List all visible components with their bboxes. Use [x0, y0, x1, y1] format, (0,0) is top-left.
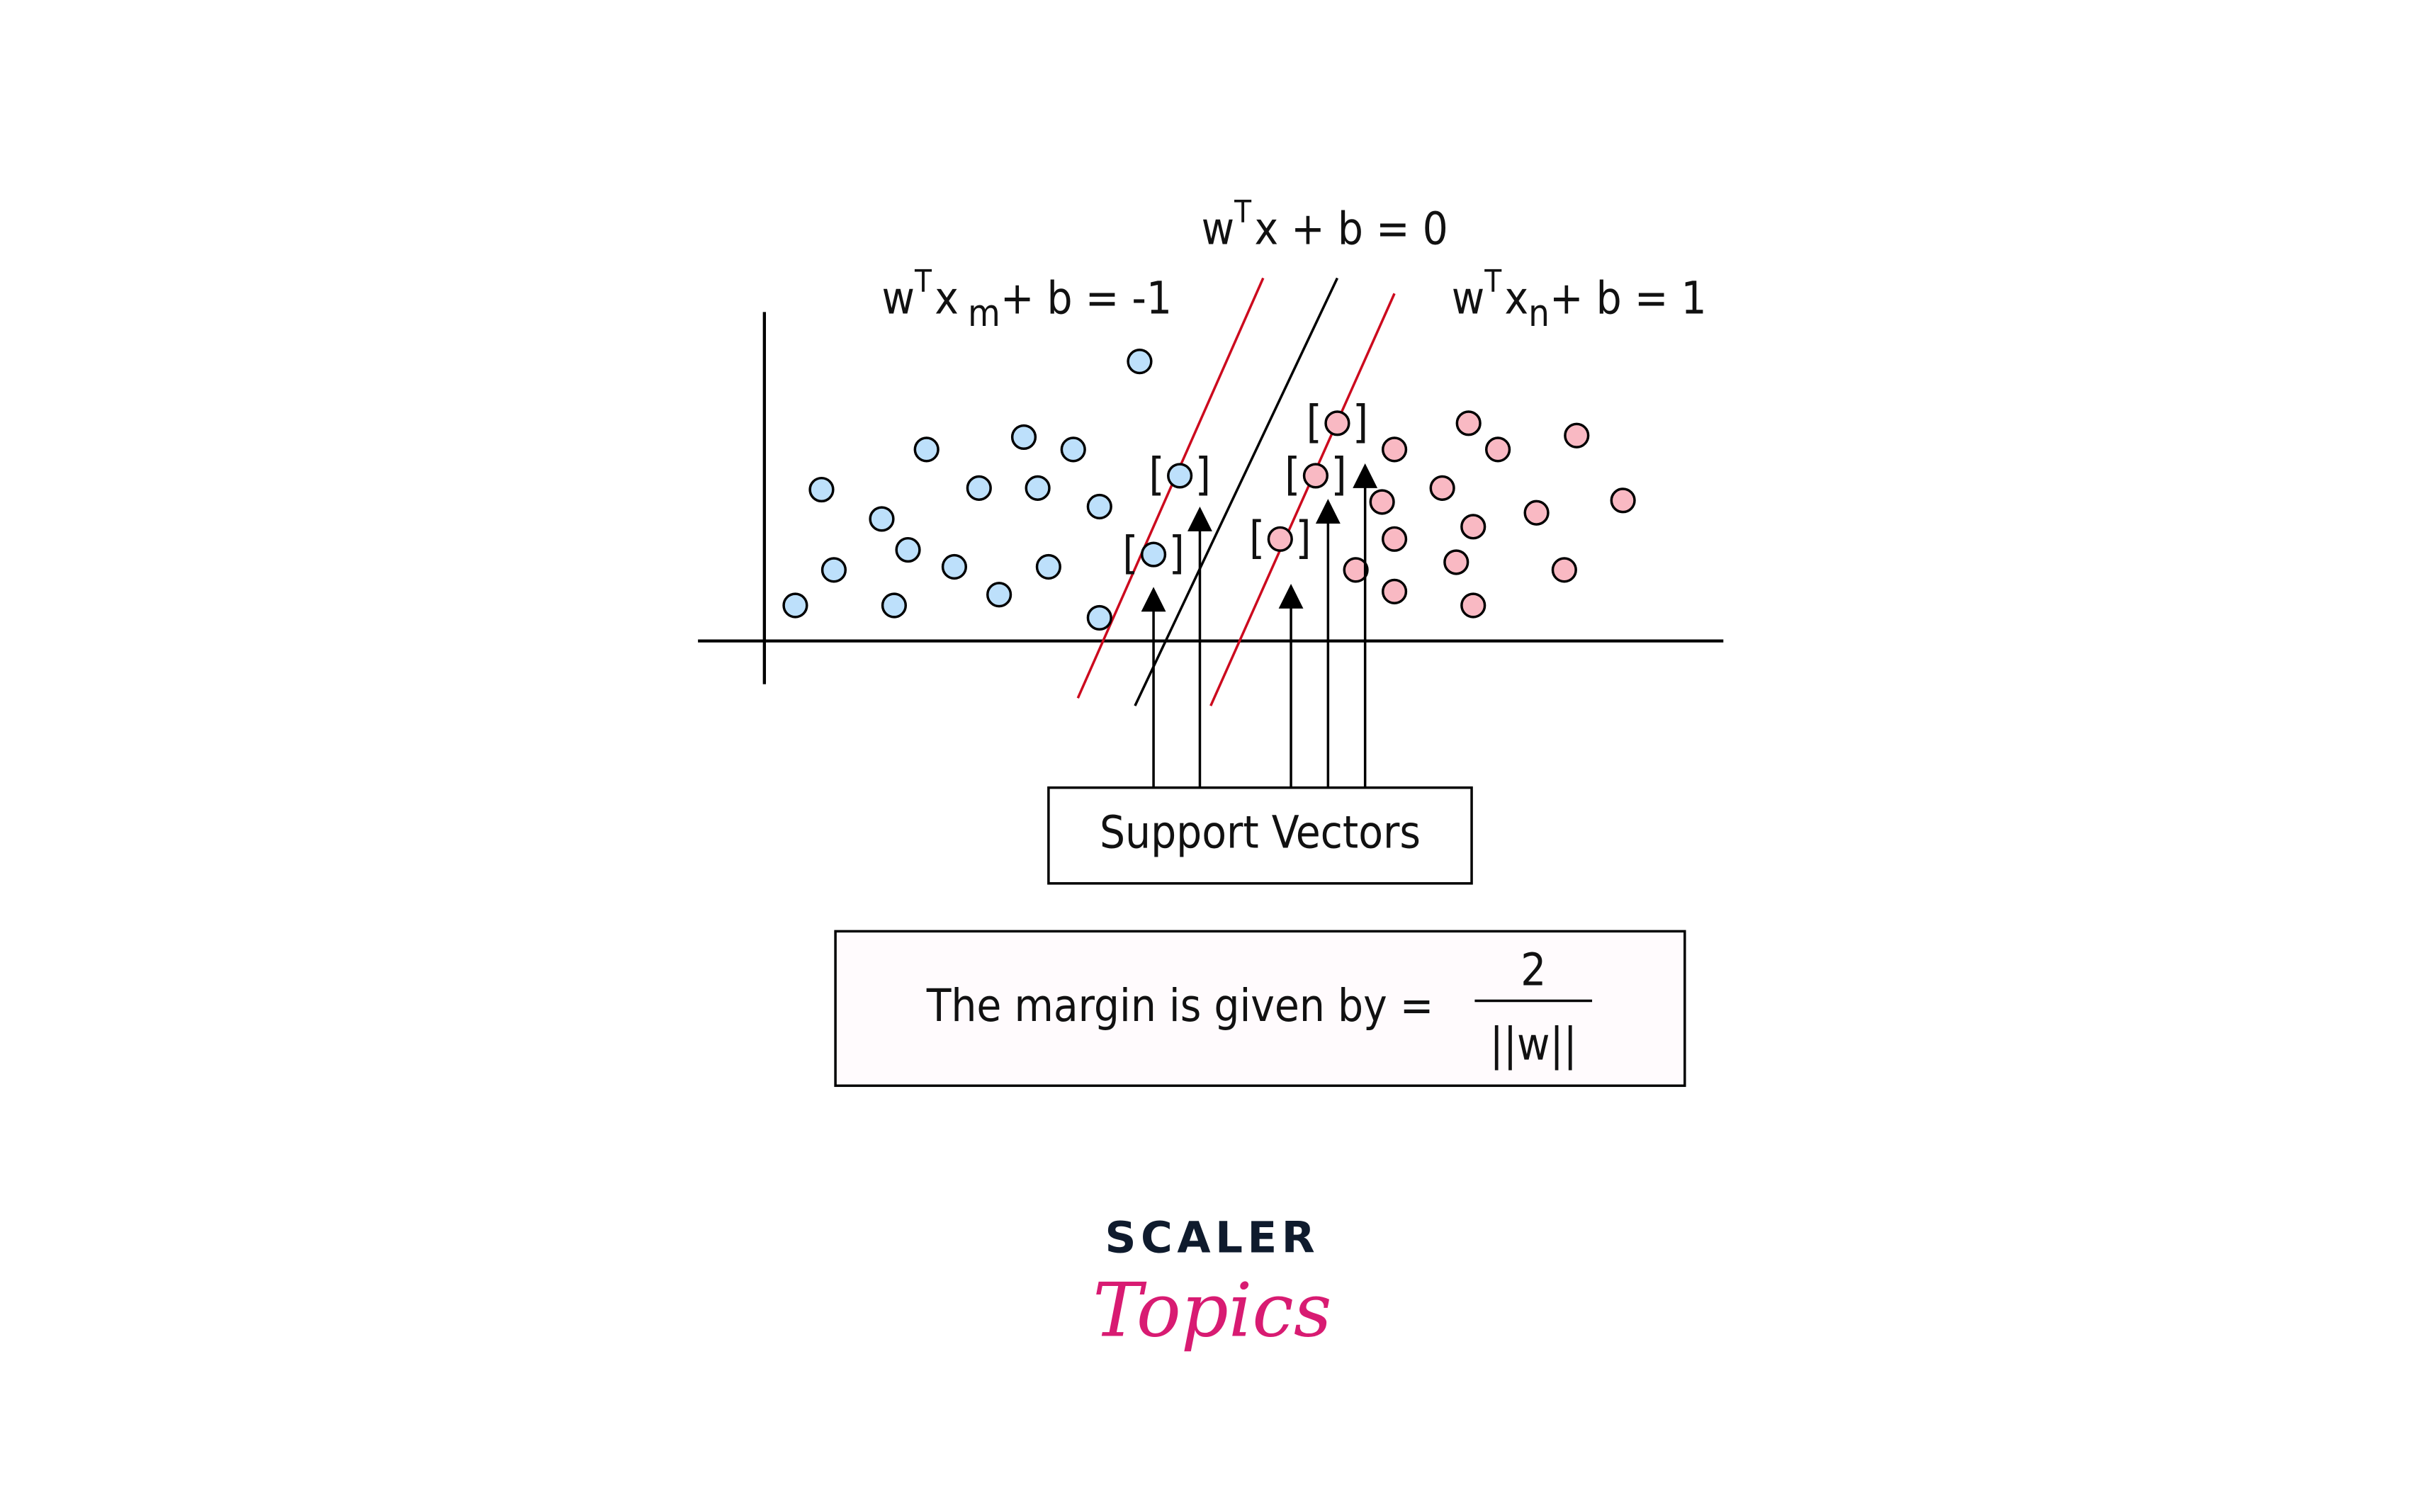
- positive-class-point: [1369, 489, 1395, 515]
- negative-class-point: [986, 582, 1012, 608]
- negative-class-point: [1167, 463, 1193, 489]
- arrow-head-icon: [1278, 583, 1304, 609]
- bracket-open: [: [1249, 511, 1265, 563]
- logo-topics-text: Topics: [1093, 1267, 1331, 1353]
- negative-class-point: [782, 592, 808, 619]
- negative-class-point: [1060, 436, 1086, 463]
- positive-class-point: [1443, 549, 1469, 575]
- negative-class-point: [913, 436, 940, 463]
- data-points: [782, 349, 1636, 631]
- negative-class-point: [1140, 541, 1167, 568]
- arrow-head-icon: [1141, 587, 1166, 612]
- bracket-close: ]: [1195, 448, 1211, 500]
- positive-margin-line: [1209, 293, 1396, 706]
- arrow-head-icon: [1353, 463, 1378, 488]
- positive-class-point: [1460, 514, 1486, 540]
- negative-class-point: [1010, 424, 1037, 451]
- negative-class-point: [895, 536, 921, 563]
- positive-class-point: [1485, 436, 1511, 463]
- positive-class-point: [1455, 410, 1482, 436]
- negative-class-point: [869, 506, 895, 532]
- positive-class-point: [1564, 422, 1590, 448]
- negative-class-point: [820, 557, 847, 583]
- arrow-head-icon: [1315, 499, 1341, 524]
- margin-formula-box: The margin is given by = 2 ||w||: [834, 930, 1686, 1088]
- positive-class-point: [1551, 557, 1577, 583]
- bracket-open: [: [1307, 395, 1322, 448]
- negative-margin-line: [1076, 277, 1265, 699]
- bracket-open: [: [1285, 448, 1300, 500]
- positive-class-point: [1460, 592, 1486, 619]
- positive-class-point: [1381, 526, 1408, 552]
- bracket-open: [: [1122, 526, 1138, 579]
- arrow-head-icon: [1187, 507, 1212, 531]
- axes: [698, 312, 1724, 684]
- negative-class-point: [966, 475, 992, 501]
- positive-class-point: [1381, 436, 1408, 463]
- margin-denominator: ||w||: [1490, 1017, 1577, 1071]
- bracket-open: [: [1149, 448, 1164, 500]
- scaler-topics-logo: SCALER Topics: [1093, 1213, 1331, 1354]
- positive-class-point: [1381, 578, 1408, 604]
- support-vectors-box: Support Vectors: [1047, 786, 1473, 885]
- negative-class-point: [1025, 475, 1051, 501]
- hyperplanes: [1076, 277, 1396, 706]
- support-vectors-label: Support Vectors: [1100, 806, 1421, 859]
- bracket-close: ]: [1169, 526, 1185, 579]
- decision-boundary-line: [1134, 277, 1339, 706]
- bracket-close: ]: [1353, 395, 1368, 448]
- margin-formula-text: The margin is given by =: [926, 979, 1434, 1032]
- positive-class-point: [1429, 475, 1455, 501]
- positive-class-point: [1267, 526, 1293, 552]
- margin-numerator: 2: [1521, 944, 1546, 996]
- bracket-close: ]: [1295, 511, 1311, 563]
- positive-class-point: [1324, 410, 1350, 436]
- logo-scaler-text: SCALER: [1105, 1213, 1320, 1263]
- negative-class-point: [881, 592, 908, 619]
- support-vector-arrows: [1141, 463, 1378, 788]
- negative-class-point: [941, 553, 968, 580]
- bracket-close: ]: [1331, 448, 1347, 500]
- negative-class-point: [1086, 604, 1112, 631]
- positive-class-point: [1523, 500, 1550, 526]
- negative-class-point: [1035, 553, 1061, 580]
- negative-class-point: [808, 476, 835, 503]
- support-vector-brackets: [][][][][]: [1122, 395, 1368, 579]
- negative-class-point: [1086, 493, 1112, 520]
- positive-class-point: [1610, 487, 1636, 514]
- negative-class-point: [1127, 349, 1153, 375]
- positive-class-point: [1302, 463, 1329, 489]
- positive-class-point: [1343, 557, 1369, 583]
